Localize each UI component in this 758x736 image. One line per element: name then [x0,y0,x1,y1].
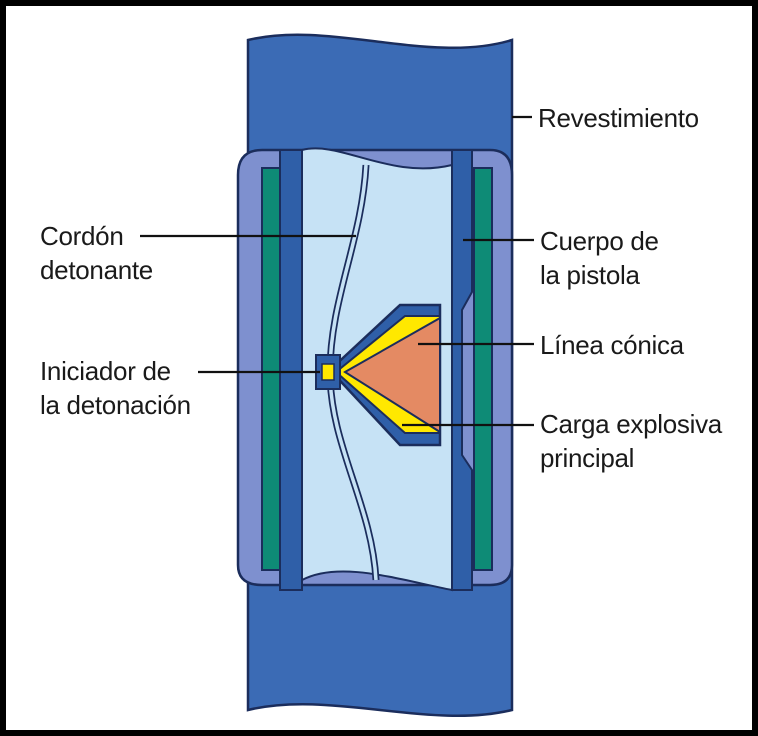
gun-wall-right [451,149,473,591]
label-linea: Línea cónica [540,330,685,360]
initiator [321,363,335,381]
label-cordon: Cordón detonante [40,221,153,285]
label-carga: Carga explosiva principal [540,409,729,473]
conical-liner [343,316,441,434]
label-cuerpo: Cuerpo de la pistola [540,226,666,290]
gun-green-left [261,167,281,571]
gun-green-right [473,167,493,571]
gun-wall-left [279,149,303,591]
label-iniciador: Iniciador de la detonación [40,356,191,420]
label-revestimiento: Revestimiento [538,103,699,133]
